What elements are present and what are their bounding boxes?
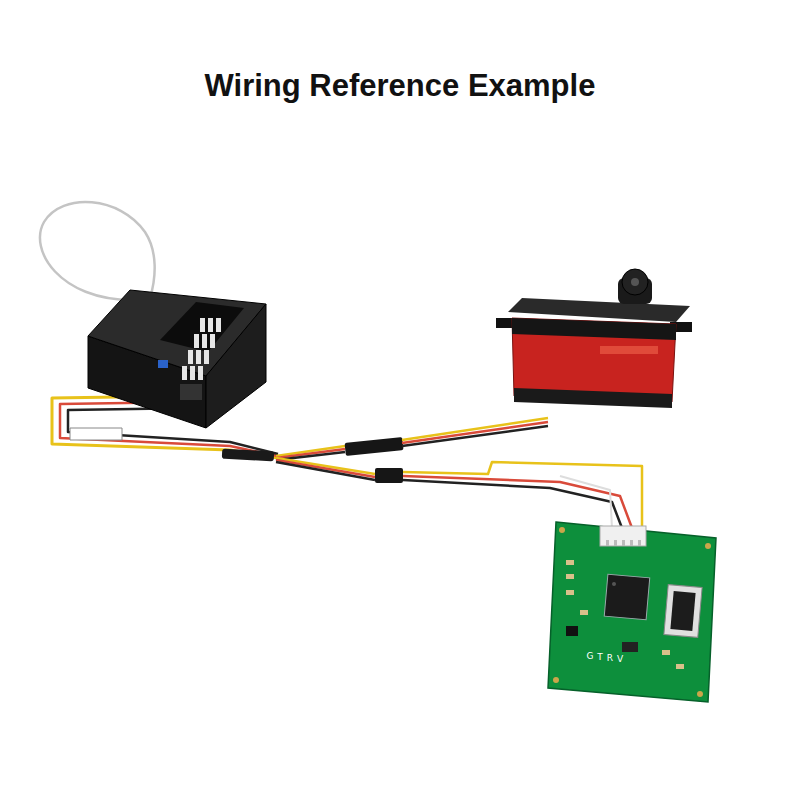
- rc-receiver-part-part: [204, 350, 209, 364]
- rc-receiver-part-part: [190, 366, 195, 380]
- controller-board-part: [559, 527, 565, 533]
- board-lead-part: [403, 480, 622, 528]
- servo-part: [622, 269, 648, 295]
- pin-label: T: [597, 653, 603, 662]
- controller-board-part: [622, 642, 638, 652]
- rc-receiver: [88, 290, 266, 428]
- servo: [496, 269, 692, 408]
- controller-board-part: [566, 626, 578, 636]
- rc-receiver-part: [158, 360, 168, 368]
- board-lead-part: [403, 462, 642, 528]
- controller-board-part-part: [566, 590, 574, 595]
- controller-board-part-part: [676, 664, 684, 669]
- rc-receiver-part: [180, 384, 202, 400]
- servo-lead-part: [345, 437, 404, 456]
- board-lead-part: [403, 476, 632, 528]
- rc-receiver-part: [160, 302, 244, 352]
- board-lead-part: [560, 476, 612, 528]
- controller-board-part: [606, 540, 641, 546]
- rc-receiver-part-part: [182, 366, 187, 380]
- controller-board-part: [697, 691, 703, 697]
- pin-label: R: [607, 654, 613, 663]
- harness-joint: [222, 449, 274, 462]
- receiver-lead-part: [70, 428, 122, 440]
- controller-board-part-part: [662, 650, 670, 655]
- servo-lead-part: [402, 426, 548, 446]
- controller-board-part: [566, 560, 684, 669]
- controller-board-part: [664, 585, 702, 638]
- servo-part: [514, 388, 672, 408]
- controller-board-part: [705, 543, 711, 549]
- pin-label: G: [587, 652, 594, 661]
- servo-lead-part: [402, 422, 548, 443]
- board-lead: [276, 458, 642, 528]
- servo-part: [600, 346, 658, 354]
- rc-receiver-part-part: [216, 318, 221, 332]
- rc-receiver-part-part: [198, 366, 203, 380]
- controller-board-part: [553, 677, 559, 683]
- controller-board-part-part: [566, 574, 574, 579]
- rc-receiver-part-part: [188, 350, 193, 364]
- controller-board-part-part: [606, 540, 609, 546]
- controller-board-part-part: [630, 540, 633, 546]
- rc-receiver-part-part: [208, 318, 213, 332]
- controller-board-part-part: [614, 540, 617, 546]
- servo-part: [631, 278, 639, 286]
- harness-joint-part: [222, 449, 274, 462]
- board-lead-part: [375, 468, 403, 483]
- receiver-antenna: [40, 202, 155, 300]
- receiver-antenna-part: [40, 202, 155, 300]
- controller-board-part: [600, 526, 646, 546]
- servo-part: [512, 318, 676, 340]
- rc-receiver-part-part: [210, 334, 215, 348]
- controller-board-part-part: [622, 540, 625, 546]
- controller-board-part: [612, 582, 616, 586]
- controller-board-part-part: [580, 610, 588, 615]
- controller-board-part: [548, 522, 716, 702]
- controller-board-part-part: [638, 540, 641, 546]
- rc-receiver-part-part: [194, 334, 199, 348]
- servo-lead: [276, 418, 548, 460]
- controller-board-part-part: [566, 560, 574, 565]
- board-lead-part: [276, 460, 375, 477]
- diagram-title: Wiring Reference Example: [205, 68, 596, 104]
- pin-label: V: [617, 655, 623, 664]
- controller-board-part: [604, 574, 650, 620]
- controller-board-part: [670, 591, 695, 631]
- board-lead-part: [276, 462, 375, 480]
- rc-receiver-part-part: [200, 318, 205, 332]
- controller-board: [548, 522, 716, 702]
- rc-receiver-part: [182, 318, 221, 380]
- rc-receiver-part-part: [202, 334, 207, 348]
- rc-receiver-part-part: [196, 350, 201, 364]
